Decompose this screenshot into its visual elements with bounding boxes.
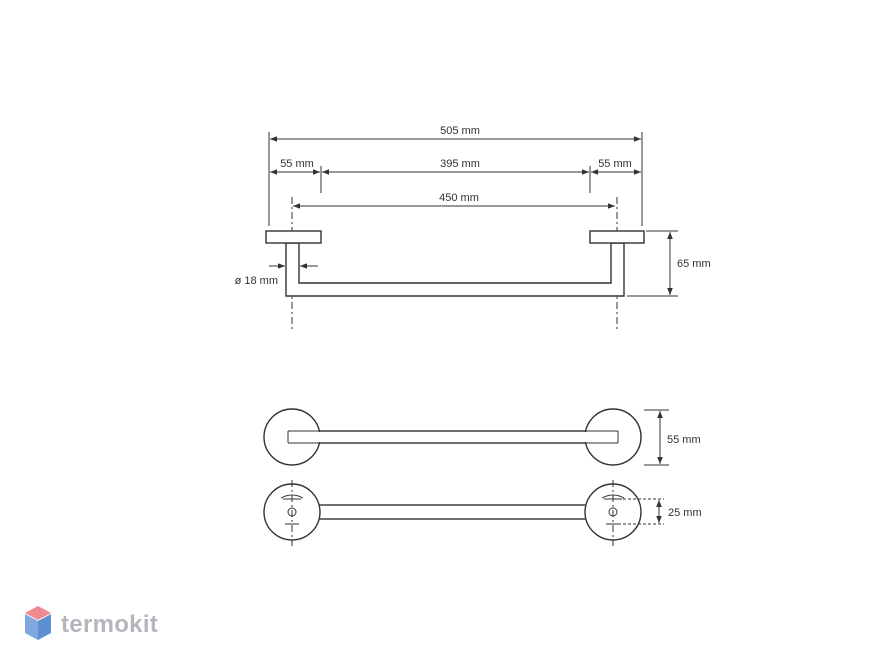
front-view: 505 mm 55 mm 395 mm 55 mm 450 mm ø 18 mm…: [235, 125, 711, 332]
right-screw-holes: [601, 480, 625, 546]
logo-left-face: [25, 614, 38, 640]
top-view: 55 mm: [263, 408, 701, 466]
left-screw-holes: [280, 480, 304, 546]
towel-bar-profile: [285, 242, 625, 297]
keyhole-slot: [280, 494, 304, 499]
keyhole-slot: [601, 494, 625, 499]
rosette-diameter-label: 55 mm: [667, 434, 701, 446]
screw-hole: [287, 507, 297, 517]
left-offset-label: 55 mm: [280, 158, 314, 170]
tube-diameter-label: ø 18 mm: [235, 275, 278, 287]
brand-name: termokit: [61, 611, 159, 638]
right-mount-plate: [589, 230, 645, 244]
projection-label: 65 mm: [677, 258, 711, 270]
termokit-logo-icon: [25, 606, 51, 640]
screw-spacing-label: 25 mm: [668, 507, 702, 519]
logo-top-face: [25, 606, 51, 620]
rail-back-view: [317, 504, 589, 520]
center-distance-label: 450 mm: [439, 192, 479, 204]
mounting-view: 25 mm: [263, 480, 702, 546]
left-mount-plate: [265, 230, 322, 244]
overall-length-label: 505 mm: [440, 125, 480, 137]
rail-length-label: 395 mm: [440, 158, 480, 170]
right-offset-label: 55 mm: [598, 158, 632, 170]
screw-hole: [608, 507, 618, 517]
logo-right-face: [38, 614, 51, 640]
